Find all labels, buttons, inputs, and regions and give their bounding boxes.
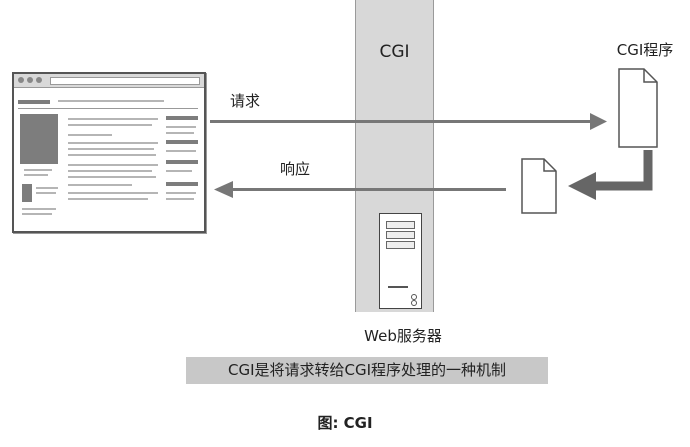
page-text-line	[68, 154, 156, 156]
page-text-line	[166, 132, 194, 134]
response-label: 响应	[280, 160, 311, 178]
page-text-line	[166, 198, 194, 200]
page-text-line	[22, 213, 52, 215]
page-text-line	[68, 192, 158, 194]
output-document-icon	[521, 158, 557, 214]
page-sidebar-header	[166, 140, 198, 144]
page-hero-image	[20, 114, 58, 164]
page-text-line	[24, 169, 52, 171]
figure-title: 图: CGI	[317, 414, 373, 432]
page-text-line	[24, 174, 48, 176]
server-drive-bay	[386, 221, 415, 229]
forward-icon	[27, 77, 33, 83]
server-tower-icon	[379, 213, 422, 309]
page-text-line	[166, 126, 196, 128]
page-text-line	[68, 142, 158, 144]
page-nav	[58, 100, 164, 102]
server-light	[411, 294, 417, 300]
page-sidebar-header	[166, 160, 198, 164]
page-text-line	[68, 176, 156, 178]
program-document-icon	[618, 68, 658, 148]
cgi-label: CGI	[379, 42, 410, 62]
server-light	[411, 300, 417, 306]
back-icon	[18, 77, 24, 83]
page-sidebar-header	[166, 182, 198, 186]
page-text-line	[36, 192, 56, 194]
browser-window-icon	[12, 72, 206, 233]
page-sidebar-header	[166, 116, 198, 120]
page-text-line	[166, 150, 196, 152]
response-arrow-head-icon	[214, 181, 233, 198]
server-drive-bay	[386, 241, 415, 249]
page-text-line	[68, 184, 132, 186]
request-label: 请求	[230, 92, 261, 110]
bent-arrow-icon	[568, 150, 653, 200]
request-arrow-line	[210, 120, 592, 123]
response-arrow-line	[232, 188, 506, 191]
reload-icon	[36, 77, 42, 83]
server-drive-bay	[386, 231, 415, 239]
caption-bar: CGI是将请求转给CGI程序处理的一种机制	[186, 357, 548, 384]
page-divider	[18, 108, 198, 109]
page-text-line	[68, 164, 158, 166]
page-thumb-image	[22, 184, 32, 202]
page-text-line	[68, 198, 148, 200]
page-text-line	[22, 208, 56, 210]
page-text-line	[68, 170, 152, 172]
cgi-program-label: CGI程序	[616, 41, 674, 59]
page-logo	[18, 100, 50, 104]
page-text-line	[166, 170, 192, 172]
web-server-label: Web服务器	[364, 327, 442, 345]
page-text-line	[36, 187, 58, 189]
page-text-line	[68, 124, 152, 126]
page-text-line	[68, 134, 112, 136]
address-bar	[50, 77, 200, 85]
page-text-line	[68, 148, 154, 150]
server-slot	[388, 286, 408, 288]
page-text-line	[68, 118, 158, 120]
browser-toolbar	[14, 74, 204, 88]
request-arrow-head-icon	[590, 113, 607, 130]
page-text-line	[166, 192, 196, 194]
